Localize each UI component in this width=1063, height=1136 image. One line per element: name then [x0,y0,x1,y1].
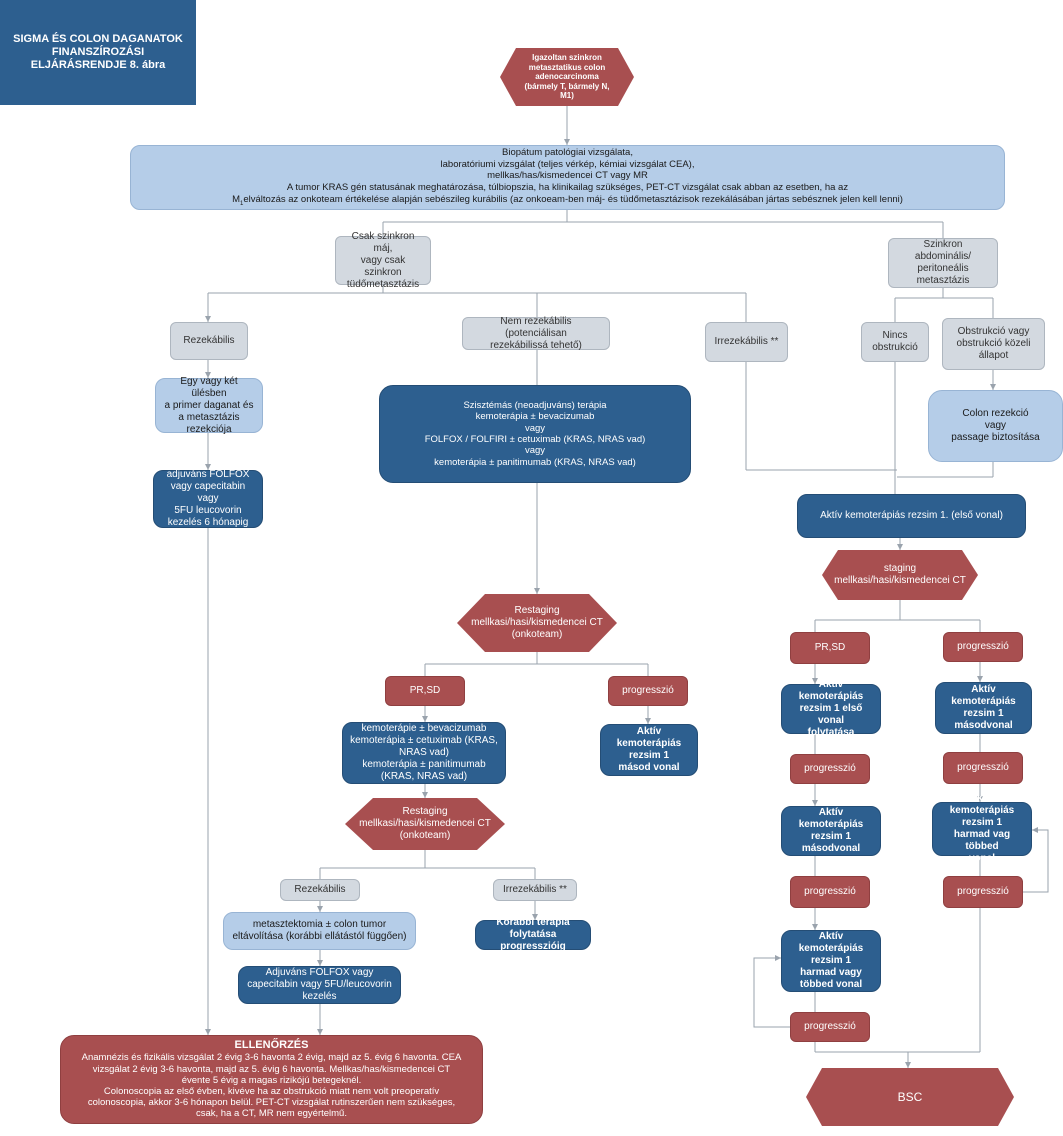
workup-m-label: M [232,193,241,205]
continue-first-line-node: Aktív kemoterápiás rezsim 1 első vonal f… [781,679,881,738]
start-node: Igazoltan szinkron metasztatikus colon a… [500,48,634,106]
followup-node: ELLENŐRZÉS Anamnézis és fizikális vizsgá… [60,1035,483,1124]
prior-therapy-node: Korábbi terápia folytatása progresszióig [475,917,591,952]
workup-box: Biopátum patológiai vizsgálata, laborató… [130,145,1005,210]
workup-line-2: laboratóriumi vizsgálat (teljes vérkép, … [440,158,695,170]
workup-line-4: A tumor KRAS gén statusának meghatározás… [286,181,849,193]
workup-line-3: mellkas/has/kismedencei CT vagy MR [487,170,648,182]
resection-node: Egy vagy két ülésben a primer daganat és… [155,376,263,435]
irresectable-node: Irrezekábilis ** [705,322,788,362]
progression-right-1-node: progresszió [943,752,1023,784]
pr-sd-node: PR,SD [385,676,465,706]
third-line-left-node: Aktív kemoterápiás rezsim 1 harmad vagy … [781,930,881,992]
followup-body: Anamnézis és fizikális vizsgálat 2 évig … [81,1052,462,1120]
adjuvant-2-node: Adjuváns FOLFOX vagy capecitabin vagy 5F… [238,966,401,1004]
progression-left-2-node: progresszió [790,876,870,908]
progression-right-node: progresszió [943,632,1023,662]
progression-left-1-node: progresszió [790,754,870,784]
third-line-right-node: Aktív kemoterápiás rezsim 1 harmad vag t… [932,793,1032,864]
workup-m-subscript: 1 [240,200,244,207]
sync-abdominal-node: Szinkron abdominális/ peritoneális metas… [888,238,998,288]
colon-resection-node: Colon rezekció vagy passage biztosítása [928,390,1063,462]
followup-heading: ELLENŐRZÉS [234,1039,309,1052]
staging-node: staging mellkasi/hasi/kismedencei CT [822,550,978,600]
workup-line-1: Biopátum patológiai vizsgálata, [502,147,633,159]
systemic-therapy-node: Szisztémás (neoadjuváns) terápia kemoter… [379,385,691,483]
chemo-combo-node: kemoterápie ± bevacizumab kemoterápia ± … [342,722,506,784]
progression-right-2-node: progresszió [943,876,1023,908]
progression-left-3-node: progresszió [790,1012,870,1042]
no-obstruction-node: Nincs obstrukció [861,322,929,362]
workup-line-5-rest: elváltozás az onkoteam értékelése alapjá… [243,193,903,205]
resectable-2-node: Rezekábilis [280,879,360,901]
adjuvant-node: adjuváns FOLFOX vagy capecitabin vagy 5F… [153,469,263,528]
obstruction-node: Obstrukció vagy obstrukció közeli állapo… [942,318,1045,370]
sync-liver-lung-node: Csak szinkron máj, vagy csak szinkron tü… [335,231,431,290]
pr-sd-right-node: PR,SD [790,632,870,664]
second-line-right-node: Aktív kemoterápiás rezsim 1 másodvonal [935,682,1032,734]
active-second-line-node: Aktív kemoterápiás rezsim 1 másod vonal [600,724,698,776]
metastasectomy-node: metasztektomia ± colon tumor eltávolítás… [223,912,416,950]
irresectable-2-node: Irrezekábilis ** [493,879,577,901]
workup-line-5: M1elváltozás az onkoteam értékelése alap… [232,194,903,208]
restaging-1-node: Restaging mellkasi/hasi/kismedencei CT (… [457,594,617,652]
restaging-2-node: Restaging mellkasi/hasi/kismedencei CT (… [345,798,505,850]
active-first-line-node: Aktív kemoterápiás rezsim 1. (első vonal… [797,494,1026,538]
progression-node: progresszió [608,676,688,706]
resectable-node: Rezekábilis [170,322,248,360]
bsc-node: BSC [806,1068,1014,1126]
figure-title: SIGMA ÉS COLON DAGANATOK FINANSZÍROZÁSI … [0,0,196,105]
not-resectable-node: Nem rezekábilis (potenciálisan rezekábil… [462,316,610,351]
second-line-left-node: Aktív kemoterápiás rezsim 1 másodvonal [781,806,881,856]
